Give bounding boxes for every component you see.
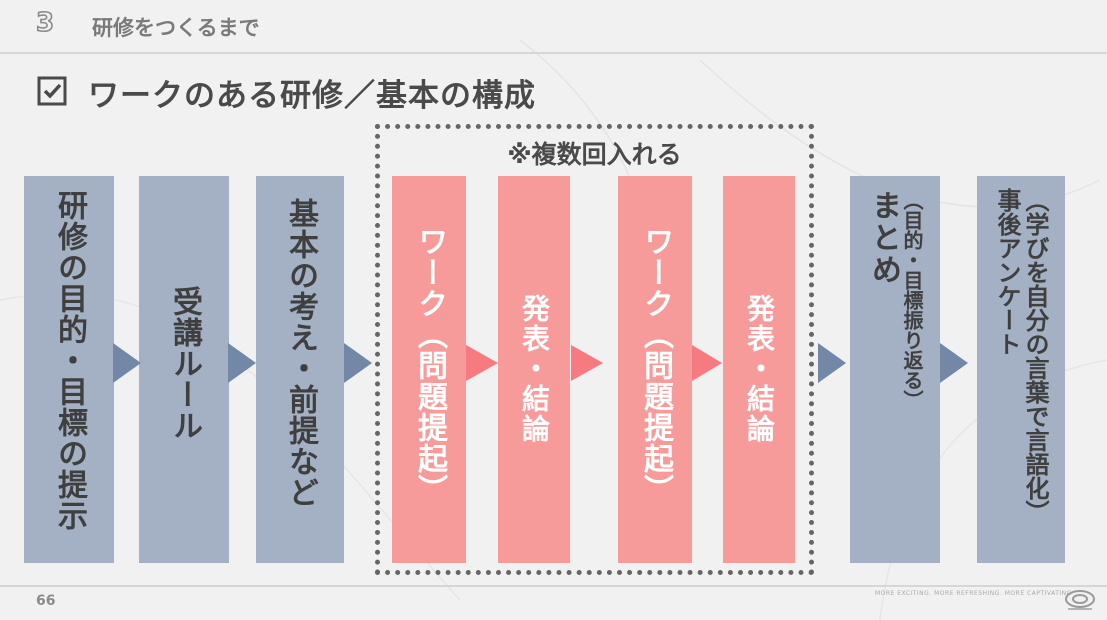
flow-step-sublabel: （目的・目標振り返る）: [900, 190, 924, 410]
section-title: 研修をつくるまで: [92, 16, 260, 40]
flow-step-label: 受講ルール: [167, 286, 202, 441]
flow-arrow: [818, 343, 846, 383]
flow-step-purpose: 研修の目的・目標の提示: [24, 176, 114, 563]
flow-step-label: 研修の目的・目標の提示: [52, 190, 87, 531]
flow-arrow: [692, 345, 722, 381]
flow-step-work-1: ワーク（問題提起）: [392, 176, 466, 563]
logo-icon: [1065, 590, 1095, 610]
flow-step-presentation-2: 発表・結論: [723, 176, 795, 563]
flow-arrow: [466, 345, 498, 381]
flow-step-basics: 基本の考え・前提など: [256, 176, 344, 563]
section-number: 3: [35, 7, 55, 39]
flow-step-label: 発表・結論: [518, 294, 551, 444]
flow-step-label: ワーク（問題提起）: [638, 226, 673, 505]
page-number: 66: [36, 593, 56, 609]
flow-step-sublabel: （学びを自分の言葉で言語化）: [1021, 188, 1049, 524]
flow-arrow: [940, 343, 968, 383]
footer-divider: [0, 585, 1107, 587]
flow-step-label: 事後アンケート: [993, 188, 1021, 356]
flow-step-label: 基本の考え・前提など: [283, 198, 318, 508]
flow-arrow: [113, 343, 141, 383]
repeat-group-frame: [375, 124, 814, 575]
flow-arrow: [228, 343, 256, 383]
flow-step-summary: まとめ （目的・目標振り返る）: [850, 176, 940, 563]
flow-step-survey: 事後アンケート （学びを自分の言葉で言語化）: [977, 176, 1065, 563]
repeat-note: ※複数回入れる: [507, 140, 682, 169]
flow-step-label: まとめ: [866, 190, 901, 286]
flow-step-presentation-1: 発表・結論: [498, 176, 570, 563]
header-bar: 3 研修をつくるまで: [0, 0, 1107, 54]
flow-step-rules: 受講ルール: [139, 176, 229, 563]
flow-step-label: 発表・結論: [743, 294, 776, 444]
slide-title: ワークのある研修／基本の構成: [88, 78, 536, 114]
flow-step-work-2: ワーク（問題提起）: [618, 176, 692, 563]
flow-arrow: [571, 345, 603, 381]
flow-step-label: ワーク（問題提起）: [412, 226, 447, 505]
footer-tagline: MORE EXCITING. MORE REFRESHING. MORE CAP…: [875, 590, 1072, 597]
flow-arrow: [344, 343, 372, 383]
checkbox-icon: [37, 76, 67, 106]
